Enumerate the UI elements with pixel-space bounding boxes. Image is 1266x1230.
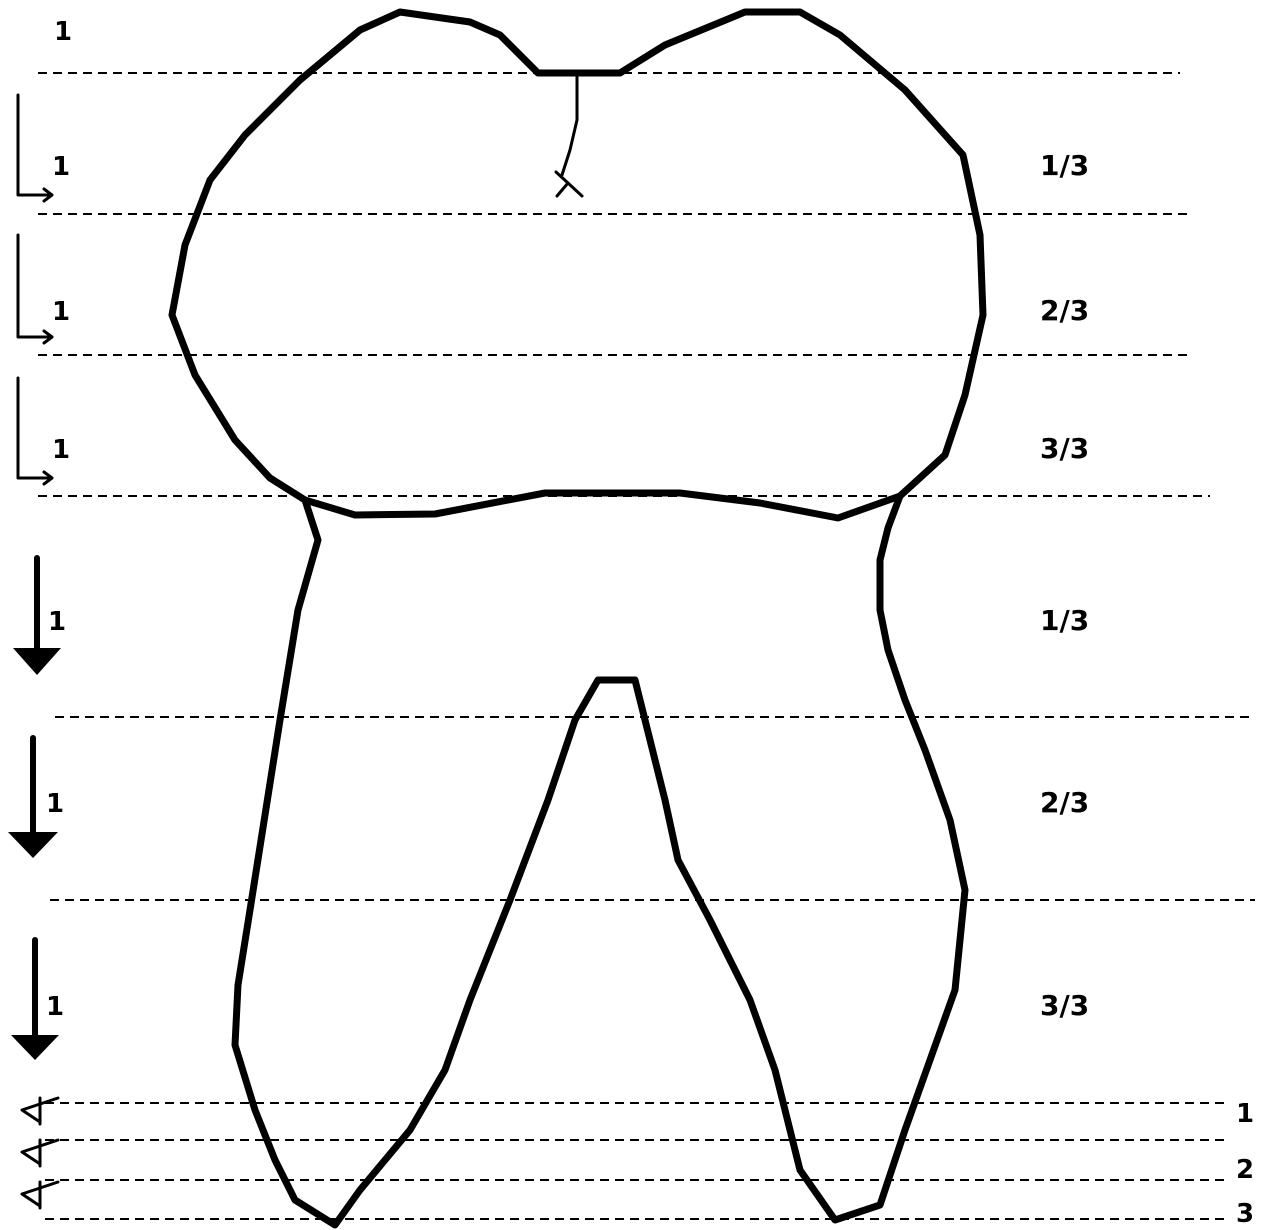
apex-markers: [22, 1098, 58, 1208]
step-marker-2: [18, 235, 52, 343]
step-marker-1: [18, 95, 52, 201]
root-left-outline: [235, 496, 965, 1225]
root-step-label-1: 1: [48, 607, 66, 637]
apex-label-1: 1: [1236, 1099, 1254, 1129]
crown-step-markers: [18, 95, 52, 484]
labels: 1 1 1 1 1/3 2/3 3/3 1 1 1 1/3 2/3 3/3 1 …: [46, 17, 1254, 1229]
crown-fraction-2: 2/3: [1040, 294, 1089, 327]
top-label: 1: [54, 17, 72, 47]
step-marker-3: [18, 378, 52, 484]
crown-step-label-1: 1: [52, 152, 70, 182]
central-groove: [556, 73, 582, 196]
apex-arrow-icon-2: [22, 1140, 58, 1166]
apex-arrow-icon-3: [22, 1182, 58, 1208]
crown-fraction-1: 1/3: [1040, 149, 1089, 182]
crown-fraction-3: 3/3: [1040, 432, 1089, 465]
crown-step-label-3: 1: [52, 435, 70, 465]
apex-label-3: 3: [1236, 1199, 1254, 1229]
tooth-outline: [172, 12, 983, 1225]
root-fraction-3: 3/3: [1040, 989, 1089, 1022]
root-step-label-3: 1: [46, 992, 64, 1022]
root-step-label-2: 1: [46, 789, 64, 819]
crown-step-label-2: 1: [52, 297, 70, 327]
guide-lines: [38, 73, 1255, 1219]
root-fraction-2: 2/3: [1040, 786, 1089, 819]
apex-arrow-icon-1: [22, 1098, 58, 1124]
root-fraction-1: 1/3: [1040, 604, 1089, 637]
apex-label-2: 2: [1236, 1155, 1254, 1185]
